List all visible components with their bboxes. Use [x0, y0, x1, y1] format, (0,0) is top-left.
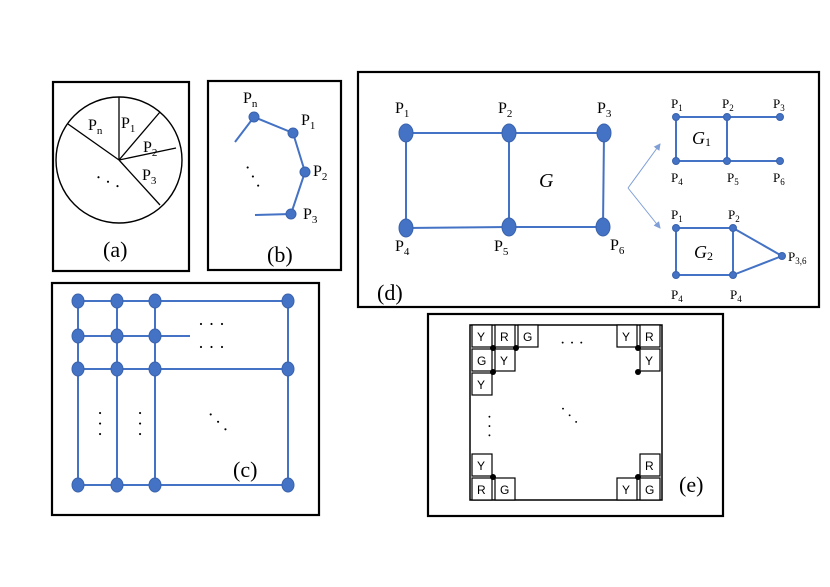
- caption-c: (c): [233, 457, 257, 482]
- g-node-p5: [501, 217, 517, 237]
- svg-text:R: R: [645, 459, 654, 473]
- svg-text:G: G: [523, 330, 532, 344]
- point-label-p2: P2: [313, 163, 327, 183]
- g-label-p5: P5: [494, 238, 509, 258]
- g1-label-p1: P1: [671, 96, 683, 113]
- caption-d: (d): [377, 280, 403, 305]
- slice-label-pn: Pn: [88, 117, 103, 137]
- svg-text:Y: Y: [477, 330, 485, 344]
- g-node-p1: [398, 123, 414, 143]
- panel-e-frame: [426, 312, 725, 518]
- caption-b: (b): [267, 242, 293, 267]
- panel-d: P1 P2 P3 P4 P5 P6 G P1 P2 P3 P4 P5 P6: [356, 70, 821, 309]
- panel-c: · · · · · · · · · · · · · · · (c): [50, 281, 321, 517]
- panel-a: Pn P1 P2 P3 · · · (a): [51, 80, 191, 273]
- g2-label-p36: P3,6: [788, 249, 807, 266]
- g1-label-p3: P3: [773, 96, 785, 113]
- arrow-to-g1: [627, 143, 661, 189]
- point-label-p1: P1: [301, 112, 315, 132]
- point-pn: [248, 111, 260, 123]
- g1-label-p2: P2: [722, 96, 734, 113]
- svg-text:G: G: [645, 483, 654, 497]
- cells-bottom-left: Y R G: [471, 453, 516, 501]
- svg-text:R: R: [645, 330, 654, 344]
- svg-text:Y: Y: [477, 378, 485, 392]
- svg-text:Y: Y: [622, 330, 630, 344]
- g-label-p6: P6: [610, 237, 625, 257]
- g2-label-p4-right: P4: [730, 287, 742, 304]
- e-ellipsis-top: · · ·: [560, 335, 584, 352]
- point-label-pn: Pn: [243, 90, 258, 110]
- g2-label-p1: P1: [671, 207, 683, 224]
- graph-g2-edges: [675, 227, 783, 276]
- point-p1: [287, 127, 299, 139]
- g-label-p3: P3: [597, 100, 612, 120]
- graph-g2-label: G2: [694, 242, 713, 263]
- svg-text:Y: Y: [500, 354, 508, 368]
- grid-ellipsis-row1: · · ·: [198, 314, 225, 334]
- g1-label-p4: P4: [671, 170, 683, 187]
- grid-nodes: [71, 293, 295, 493]
- point-p2: [299, 166, 311, 178]
- g1-label-p6: P6: [773, 170, 785, 187]
- panel-c-frame: [50, 281, 321, 517]
- caption-e: (e): [679, 472, 703, 497]
- cells-bottom-right: R Y G: [616, 453, 661, 501]
- g-node-p2: [501, 123, 517, 143]
- g-label-p4: P4: [395, 238, 410, 258]
- svg-text:R: R: [500, 330, 509, 344]
- grid-ellipsis-row2: · · ·: [198, 337, 225, 357]
- g-node-p3: [596, 123, 612, 143]
- e-ellipsis-left: · · ·: [480, 414, 497, 438]
- arrow-to-g2: [627, 187, 661, 229]
- panel-d-frame: [356, 70, 821, 309]
- graph-g-nodes: [398, 123, 612, 238]
- svg-text:G: G: [500, 483, 509, 497]
- pie-dividers: [67, 97, 177, 206]
- point-p3: [285, 208, 297, 220]
- svg-text:Y: Y: [477, 459, 485, 473]
- pie-ellipsis: · · ·: [92, 167, 125, 197]
- panel-e: Y R G G Y Y Y R Y Y R G: [426, 312, 725, 518]
- graph-g1-label: G1: [692, 128, 711, 149]
- g-node-p4: [398, 218, 414, 238]
- graph-g-edges: [405, 132, 605, 229]
- panel-b: Pn P1 P2 P3 · · · (b): [206, 79, 343, 272]
- g1-label-p5: P5: [727, 170, 739, 187]
- g-node-p6: [595, 217, 611, 237]
- grid-boundary: [469, 324, 663, 501]
- grid-ellipsis-col1: · · ·: [90, 410, 110, 437]
- g-label-p2: P2: [498, 100, 512, 120]
- cells-top-right: Y R Y: [616, 324, 661, 372]
- grid-ellipsis-diag: · · ·: [202, 405, 235, 438]
- graph-g-label: G: [539, 170, 554, 192]
- graph-g2-nodes: [672, 224, 786, 279]
- panel-b-frame: [206, 79, 343, 272]
- svg-text:R: R: [477, 483, 486, 497]
- g2-label-p4-left: P4: [671, 287, 683, 304]
- cells-top-left: Y R G G Y Y: [471, 324, 539, 396]
- g-label-p1: P1: [395, 100, 409, 120]
- grid-ellipsis-col2: · · ·: [130, 410, 150, 437]
- slice-label-p3: P3: [142, 167, 157, 187]
- svg-text:Y: Y: [645, 354, 653, 368]
- svg-text:G: G: [477, 354, 486, 368]
- polyline-ellipsis: · · ·: [238, 160, 269, 193]
- e-ellipsis-diag: · · ·: [555, 401, 584, 430]
- svg-text:Y: Y: [622, 483, 630, 497]
- point-label-p3: P3: [303, 206, 318, 226]
- caption-a: (a): [103, 237, 127, 262]
- junction-dots: [490, 345, 641, 480]
- slice-label-p1: P1: [121, 115, 135, 135]
- panel-a-frame: [51, 80, 191, 273]
- slice-label-p2: P2: [143, 139, 157, 159]
- graph-g1-nodes: [672, 113, 784, 165]
- g2-label-p2: P2: [728, 207, 740, 224]
